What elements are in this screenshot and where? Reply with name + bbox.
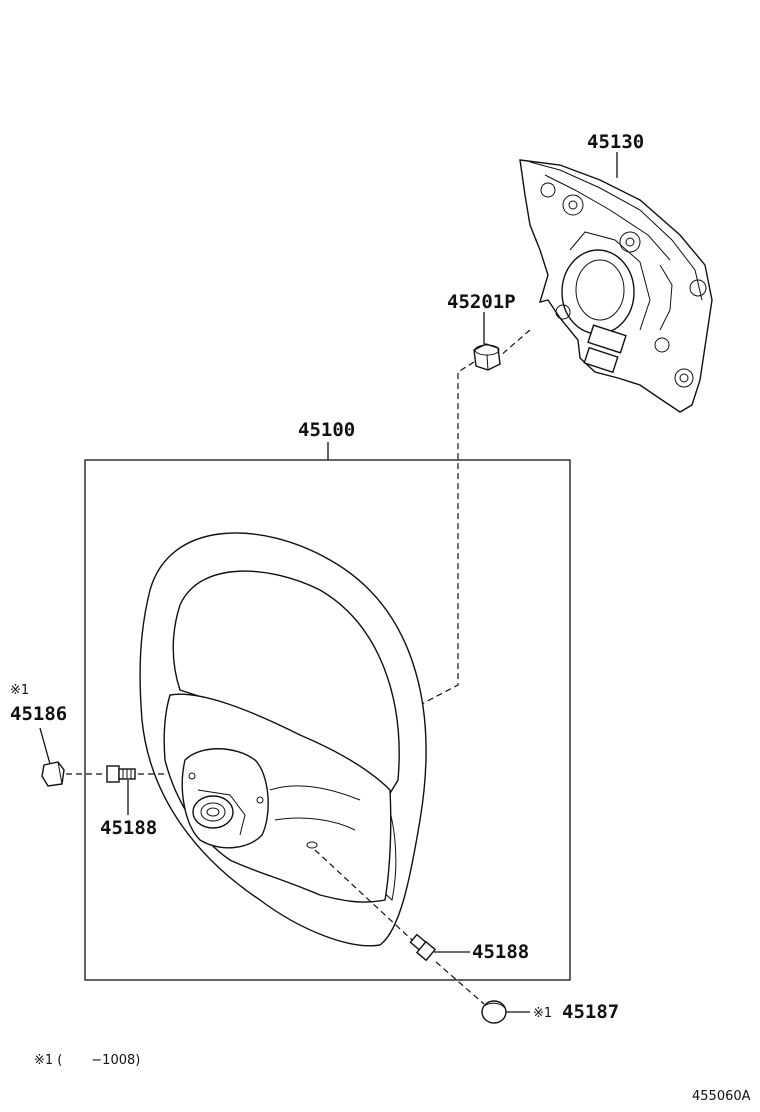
cover-leader [39, 727, 51, 765]
label-cover-note: ※1 [10, 683, 29, 698]
figure-id: 455060A [692, 1089, 751, 1104]
label-nut: 45201P [447, 291, 516, 313]
nut-dashed-guide [337, 329, 531, 749]
label-screw-right: 45188 [472, 941, 529, 963]
label-cap-note: ※1 [533, 1006, 552, 1021]
label-screw-left: 45188 [100, 817, 157, 839]
screw-right-drawing [409, 933, 437, 962]
footnote: ※1 ( −1008) [34, 1053, 140, 1068]
cover-drawing [41, 761, 65, 787]
airbag-module-drawing [519, 159, 713, 413]
label-cap: 45187 [562, 1001, 619, 1023]
cap-drawing [481, 1000, 507, 1024]
screw-right-dashed-guide [314, 849, 485, 1005]
label-wheel-assembly: 45100 [298, 419, 355, 441]
label-airbag: 45130 [587, 131, 644, 153]
label-cover: 45186 [10, 703, 67, 725]
nut-drawing [473, 343, 501, 371]
screw-left-drawing [106, 765, 136, 783]
steering-wheel-drawing [139, 532, 427, 947]
